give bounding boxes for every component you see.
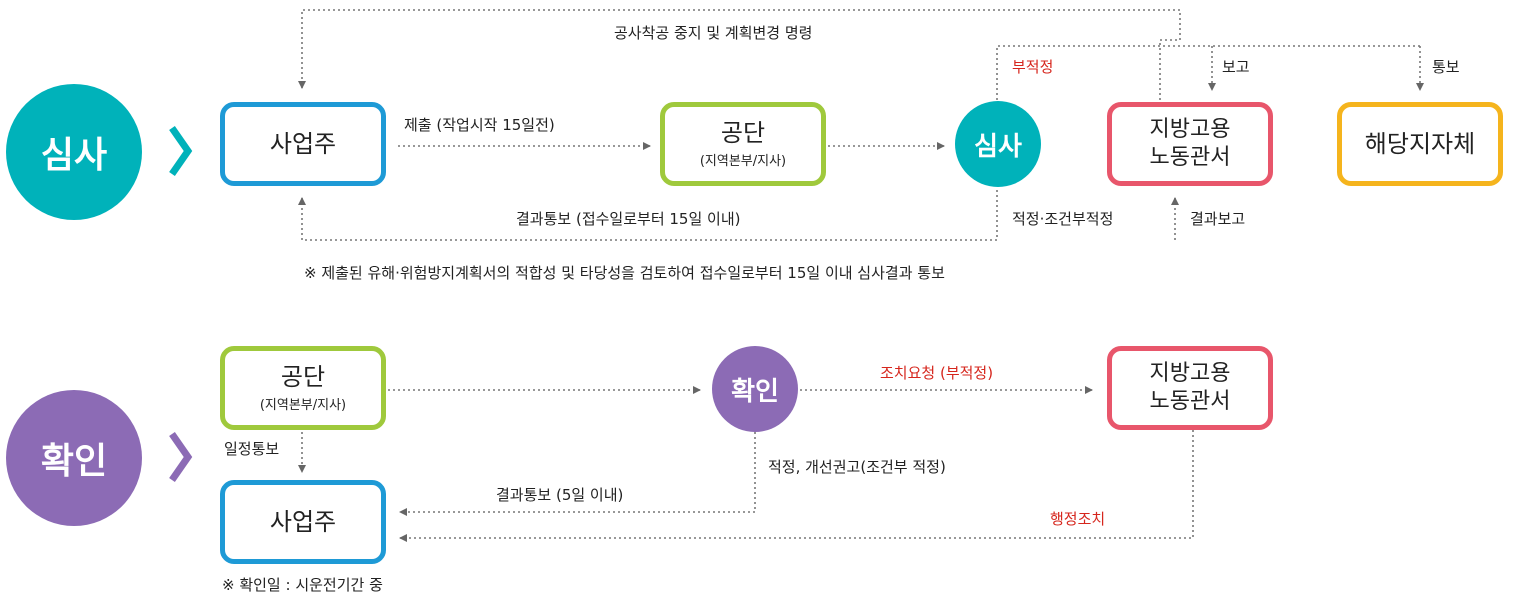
notify-label: 통보 [1432, 58, 1460, 76]
review-section-label: 심사 [40, 135, 108, 176]
confirm-agency-sub: (지역본부/지사) [259, 398, 347, 413]
local-gov-label: 해당지자체 [1364, 130, 1476, 158]
fit-label: 적정·조건부적정 [1012, 210, 1114, 228]
review-labor-office-box: 지방고용 노동관서 [1107, 102, 1273, 186]
result-report-label: 결과보고 [1190, 210, 1246, 228]
review-owner-label: 사업주 [269, 130, 337, 158]
result-label: 결과통보 (접수일로부터 15일 이내) [516, 210, 741, 228]
confirm-labor-office-label: 지방고용 노동관서 [1149, 361, 1231, 414]
confirm-labor-office-box: 지방고용 노동관서 [1107, 346, 1273, 430]
chevron-right-icon [169, 432, 193, 482]
confirm-node-label: 확인 [731, 376, 779, 407]
review-node-label: 심사 [974, 131, 1022, 162]
labor-to-order [1159, 39, 1180, 100]
admin-action-line [399, 430, 1194, 542]
confirm-result-line [399, 432, 756, 516]
unfit-line [996, 45, 1420, 100]
review-note: ※ 제출된 유해·위험방지계획서의 적합성 및 타당성을 검토하여 접수일로부터… [304, 264, 945, 282]
unfit-label: 부적정 [1012, 58, 1054, 76]
admin-action-label: 행정조치 [1050, 510, 1106, 528]
review-owner-box: 사업주 [220, 102, 386, 186]
confirm-owner-label: 사업주 [269, 508, 337, 536]
result-line [298, 190, 998, 241]
review-labor-office-label: 지방고용 노동관서 [1149, 117, 1231, 170]
order-line [298, 9, 1181, 89]
confirm-agency-box: 공단 (지역본부/지사) [220, 346, 386, 430]
confirm-result-label: 결과통보 (5일 이내) [496, 486, 624, 504]
confirm-node-circle: 확인 [712, 346, 798, 432]
confirm-note: ※ 확인일 : 시운전기간 중 [222, 576, 383, 594]
submit-label: 제출 (작업시작 15일전) [404, 116, 555, 134]
review-section-circle: 심사 [6, 84, 142, 220]
review-agency-box: 공단 (지역본부/지사) [660, 102, 826, 186]
top-order-label: 공사착공 중지 및 계획변경 명령 [614, 24, 813, 42]
confirm-section-circle: 확인 [6, 390, 142, 526]
schedule-notice-label: 일정통보 [224, 440, 280, 458]
action-request-label: 조치요청 (부적정) [880, 364, 994, 382]
fit-advice-label: 적정, 개선권고(조건부 적정) [768, 458, 946, 476]
confirm-section-label: 확인 [40, 441, 108, 482]
review-agency-name: 공단 [720, 119, 766, 147]
confirm-agency-name: 공단 [280, 363, 326, 391]
report-label: 보고 [1222, 58, 1250, 76]
confirm-owner-box: 사업주 [220, 480, 386, 564]
review-agency-sub: (지역본부/지사) [699, 154, 787, 169]
chevron-right-icon [169, 126, 193, 176]
review-node-circle: 심사 [955, 101, 1041, 187]
local-gov-box: 해당지자체 [1337, 102, 1503, 186]
